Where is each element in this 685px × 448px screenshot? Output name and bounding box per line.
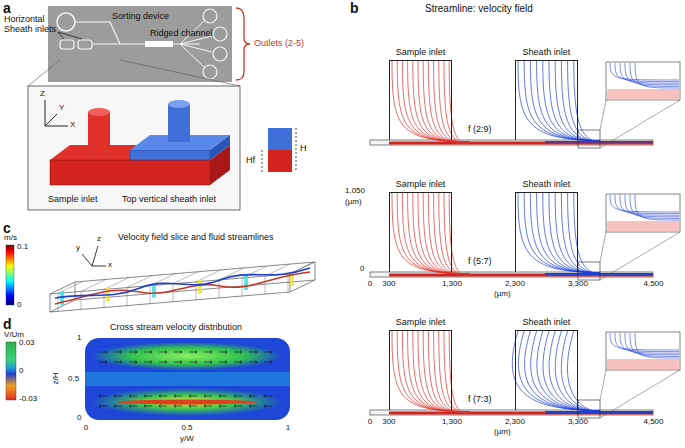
axis-tick: 2,300 — [505, 417, 525, 426]
ratio-label: f (2:9) — [468, 124, 492, 134]
sheath-inlet-box: Sheath inlet — [515, 192, 578, 272]
inlet-heading: Sample inlet — [396, 180, 446, 190]
part-label: Top vertical sheath inlet — [122, 194, 216, 204]
axis-label: z — [97, 234, 101, 243]
axis-tick: 0.5 — [181, 423, 192, 432]
colorbar-tick: 0.03 — [19, 338, 35, 347]
axis-tick: 0.5 — [68, 374, 79, 383]
device-photo — [28, 6, 250, 86]
axis-tick: 0 — [368, 279, 372, 288]
axis-label: X — [70, 120, 75, 129]
axis-label: Y — [59, 103, 64, 112]
part-label: Outlets (2-5) — [254, 38, 304, 48]
axis-label: z/H — [51, 373, 60, 385]
axis-unit: (µm) — [494, 289, 511, 298]
axis-label: y/W — [180, 434, 194, 443]
inlet-heading: Sample inlet — [396, 48, 446, 58]
ratio-label: f (7:3) — [468, 394, 492, 404]
axis-label: Z — [40, 89, 45, 98]
panel-letter: a — [3, 0, 11, 16]
streamline-plots — [370, 61, 680, 418]
sheath-inlet-box: Sheath inlet — [515, 60, 578, 140]
axis-tick: 4,500 — [643, 417, 663, 426]
colorbar-tick: 0 — [17, 300, 21, 309]
colorbar-tick: -0.03 — [19, 394, 37, 403]
plot-title: Cross stream velocity distribution — [110, 322, 242, 332]
inlet-heading: Sheath inlet — [523, 318, 571, 328]
panel-letter: d — [3, 316, 12, 332]
axis-tick: 1,300 — [442, 417, 462, 426]
colorbar-tick: 0.1 — [17, 242, 28, 251]
axis-tick: 2,300 — [505, 279, 525, 288]
axis-label: 1,050 — [345, 186, 365, 195]
part-label: Ridged channel — [150, 28, 213, 38]
axis-tick: 0 — [84, 423, 88, 432]
colorbar-unit: V/Um — [4, 330, 24, 339]
axis-label: x — [108, 260, 112, 269]
part-label: Horizontal Sheath inlets — [4, 14, 60, 35]
sheath-inlet-box: Sheath inlet — [515, 330, 578, 410]
inlet-heading: Sheath inlet — [523, 180, 571, 190]
panel-letter: b — [350, 0, 359, 16]
axis-label: y — [76, 243, 80, 252]
axis-tick: 1 — [77, 333, 81, 342]
colorbar-unit: m/s — [4, 233, 17, 242]
velocity-slice-sketch — [6, 245, 315, 312]
part-label: Sorting device — [112, 11, 169, 21]
sample-inlet-box: Sample inlet — [389, 330, 452, 410]
axis-unit: (µm) — [494, 427, 511, 436]
cross-velocity-map — [6, 338, 290, 420]
plot-title: Velocity field slice and fluid streamlin… — [118, 232, 274, 242]
axis-tick: 0 — [77, 413, 81, 422]
axis-tick: 1,300 — [442, 279, 462, 288]
channel-3d-sketch — [28, 86, 296, 210]
part-label: Sample inlet — [48, 194, 98, 204]
sample-inlet-box: Sample inlet — [389, 60, 452, 140]
axis-tick: 0 — [368, 417, 372, 426]
inlet-heading: Sheath inlet — [523, 48, 571, 58]
axis-tick: 300 — [382, 279, 395, 288]
sample-inlet-box: Sample inlet — [389, 192, 452, 272]
dimension-label: H — [300, 143, 307, 153]
axis-tick: 0 — [360, 264, 364, 273]
axis-tick: 1 — [286, 423, 290, 432]
axis-tick: 3,300 — [568, 279, 588, 288]
axis-unit: (µm) — [345, 197, 362, 206]
ratio-label: f (5:7) — [468, 256, 492, 266]
colorbar-tick: 0 — [19, 366, 23, 375]
dimension-label: Hf — [246, 155, 255, 165]
axis-tick: 4,500 — [643, 279, 663, 288]
plot-title: Streamline: velocity field — [425, 3, 533, 15]
inlet-heading: Sample inlet — [396, 318, 446, 328]
axis-tick: 300 — [382, 417, 395, 426]
axis-tick: 3,300 — [568, 417, 588, 426]
